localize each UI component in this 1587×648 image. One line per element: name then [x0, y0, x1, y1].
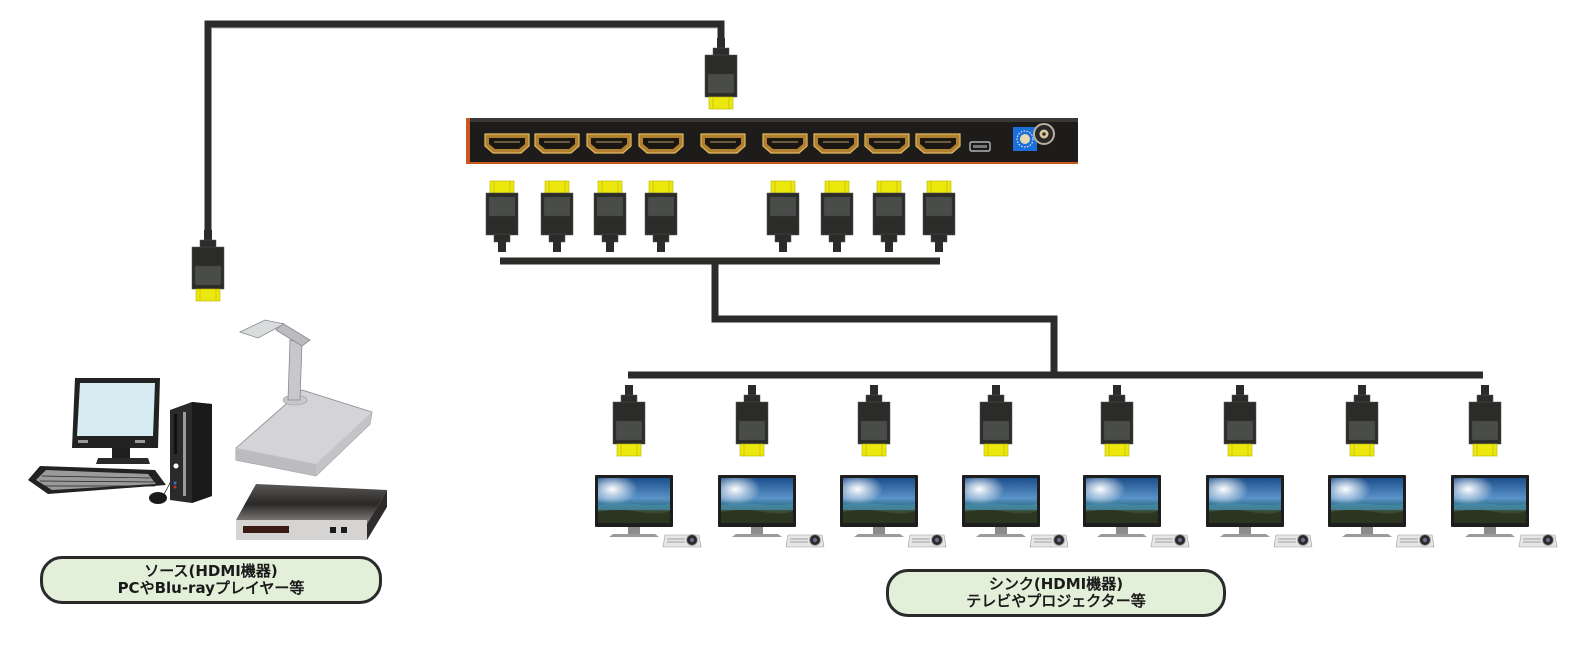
sink-connector	[1468, 384, 1502, 457]
desktop-pc-icon	[28, 378, 212, 504]
rotary-dip-switch-icon	[1013, 127, 1037, 151]
hdmi-output-port	[638, 133, 684, 154]
output-connector	[593, 180, 627, 253]
source-label-line1: ソース(HDMI機器)	[144, 562, 278, 580]
sink-display-group	[594, 474, 1558, 548]
sink-connector	[612, 384, 646, 457]
monitor-projector-icon	[717, 474, 825, 548]
output-bus-cable	[500, 257, 1483, 379]
output-connector	[540, 180, 574, 253]
document-camera-icon	[235, 319, 373, 477]
monitor-projector-icon	[1327, 474, 1435, 548]
monitor-projector-icon	[961, 474, 1069, 548]
hdmi-splitter	[466, 118, 1078, 164]
monitor-projector-icon	[1205, 474, 1313, 548]
monitor-projector-icon	[1082, 474, 1190, 548]
input-connector-source	[191, 229, 225, 302]
sink-label-line2: テレビやプロジェクター等	[966, 592, 1146, 610]
hdmi-output-port	[534, 133, 580, 154]
input-cable	[204, 20, 725, 240]
hdmi-output-port	[484, 133, 530, 154]
sink-connector	[735, 384, 769, 457]
hdmi-input-port	[700, 133, 746, 154]
hdmi-output-port	[915, 133, 961, 154]
sink-connector	[979, 384, 1013, 457]
hdmi-output-port	[813, 133, 859, 154]
output-connector	[922, 180, 956, 253]
output-connector	[820, 180, 854, 253]
monitor-projector-icon	[1450, 474, 1558, 548]
sink-connector	[857, 384, 891, 457]
output-connector	[766, 180, 800, 253]
sink-connector	[1100, 384, 1134, 457]
monitor-projector-icon	[594, 474, 702, 548]
sink-connector	[1345, 384, 1379, 457]
sink-label-line1: シンク(HDMI機器)	[988, 575, 1124, 593]
splitter-port-group	[484, 133, 961, 154]
source-label: ソース(HDMI機器) PCやBlu-rayプレイヤー等	[40, 556, 382, 604]
output-connector	[485, 180, 519, 253]
mini-usb-port	[969, 141, 991, 152]
hdmi-output-port	[762, 133, 808, 154]
blu-ray-player-icon	[236, 484, 387, 540]
output-connector	[872, 180, 906, 253]
hdmi-output-port	[586, 133, 632, 154]
sink-label: シンク(HDMI機器) テレビやプロジェクター等	[886, 569, 1226, 617]
hdmi-output-port	[864, 133, 910, 154]
input-connector-top	[704, 37, 738, 110]
dc-power-jack-icon	[1033, 123, 1055, 145]
sink-connector-group	[612, 384, 1502, 457]
sink-connector	[1223, 384, 1257, 457]
output-connector	[644, 180, 678, 253]
source-label-line2: PCやBlu-rayプレイヤー等	[117, 579, 305, 597]
monitor-projector-icon	[839, 474, 947, 548]
output-connector-group	[485, 180, 956, 253]
